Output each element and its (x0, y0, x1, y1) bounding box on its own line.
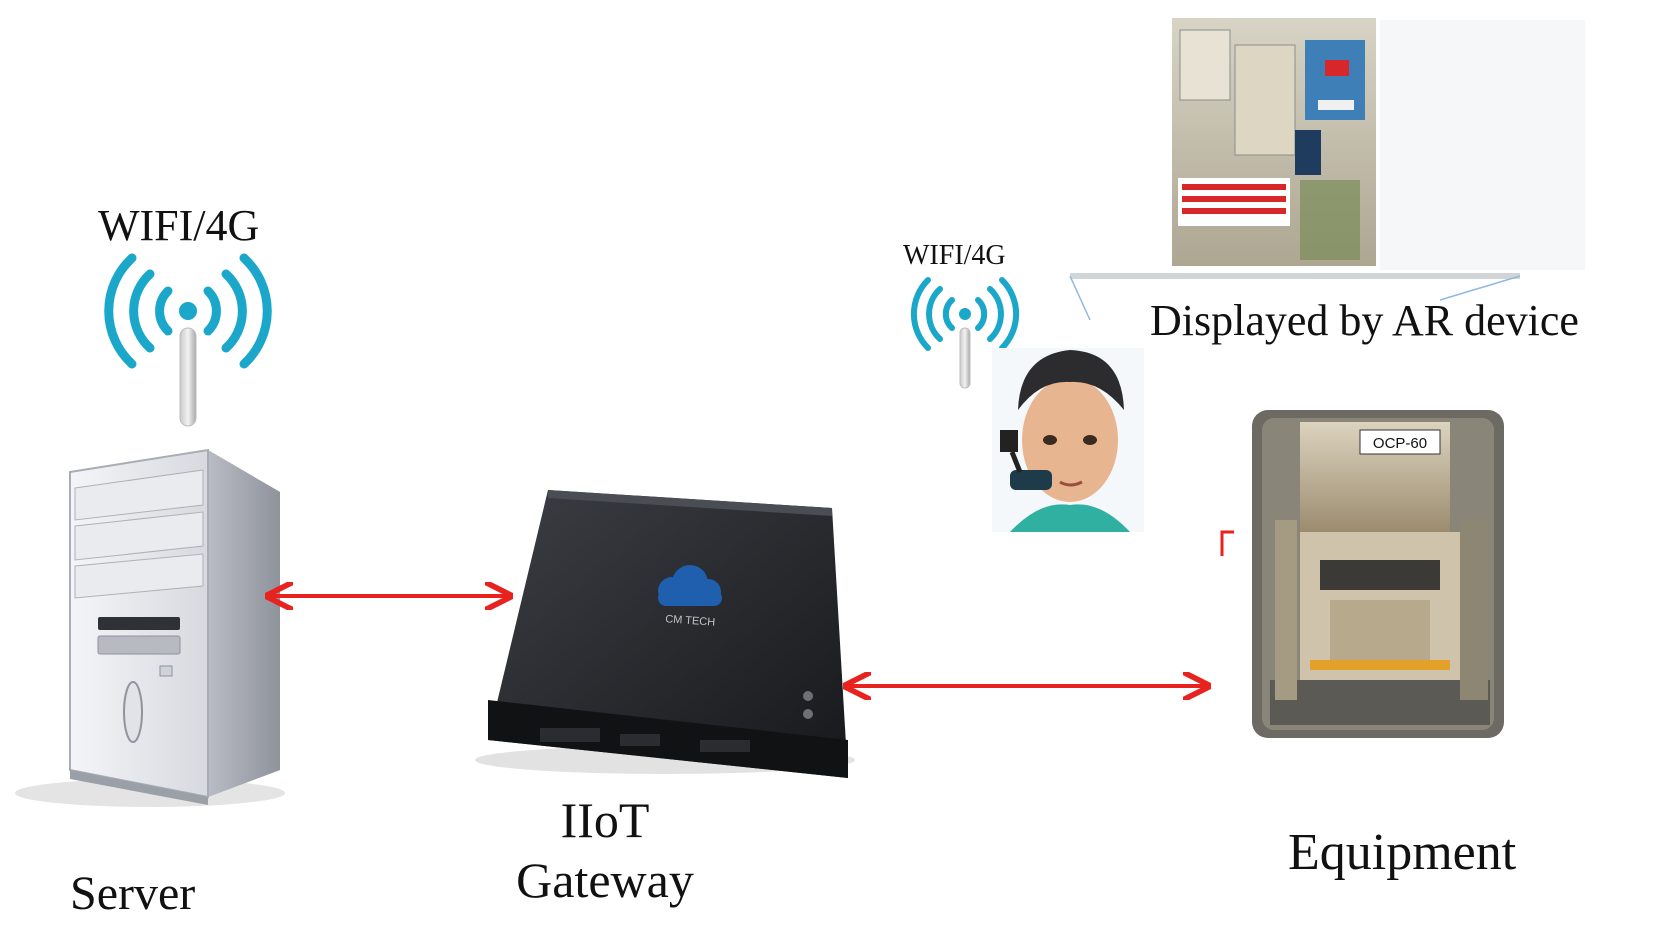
ar-device-caption: Displayed by AR device (1150, 296, 1579, 345)
ar-display-photo (1069, 18, 1585, 321)
gateway-label-line2: Gateway (516, 852, 694, 908)
wifi-icon-server (104, 253, 272, 427)
server-tower-icon (15, 448, 285, 807)
small-red-bracket (1220, 530, 1234, 556)
gateway-label: IIoT Gateway (500, 790, 710, 910)
press-machine-photo: OCP-60 (1252, 410, 1504, 738)
server-label: Server (70, 867, 196, 920)
iiot-gateway-box-icon: CM TECH (475, 490, 855, 778)
equipment-label: Equipment (1288, 824, 1517, 881)
machine-tag-text: OCP-60 (1373, 435, 1427, 452)
wifi-icon-ar (910, 277, 1020, 389)
ar-headset-user-icon (992, 348, 1144, 532)
wifi-label-server: WIFI/4G (98, 201, 260, 250)
gateway-label-line1: IIoT (560, 792, 650, 848)
wifi-label-ar: WIFI/4G (903, 240, 1006, 271)
gateway-brand-text: CM TECH (665, 613, 716, 628)
cloud-logo-icon (658, 565, 722, 606)
